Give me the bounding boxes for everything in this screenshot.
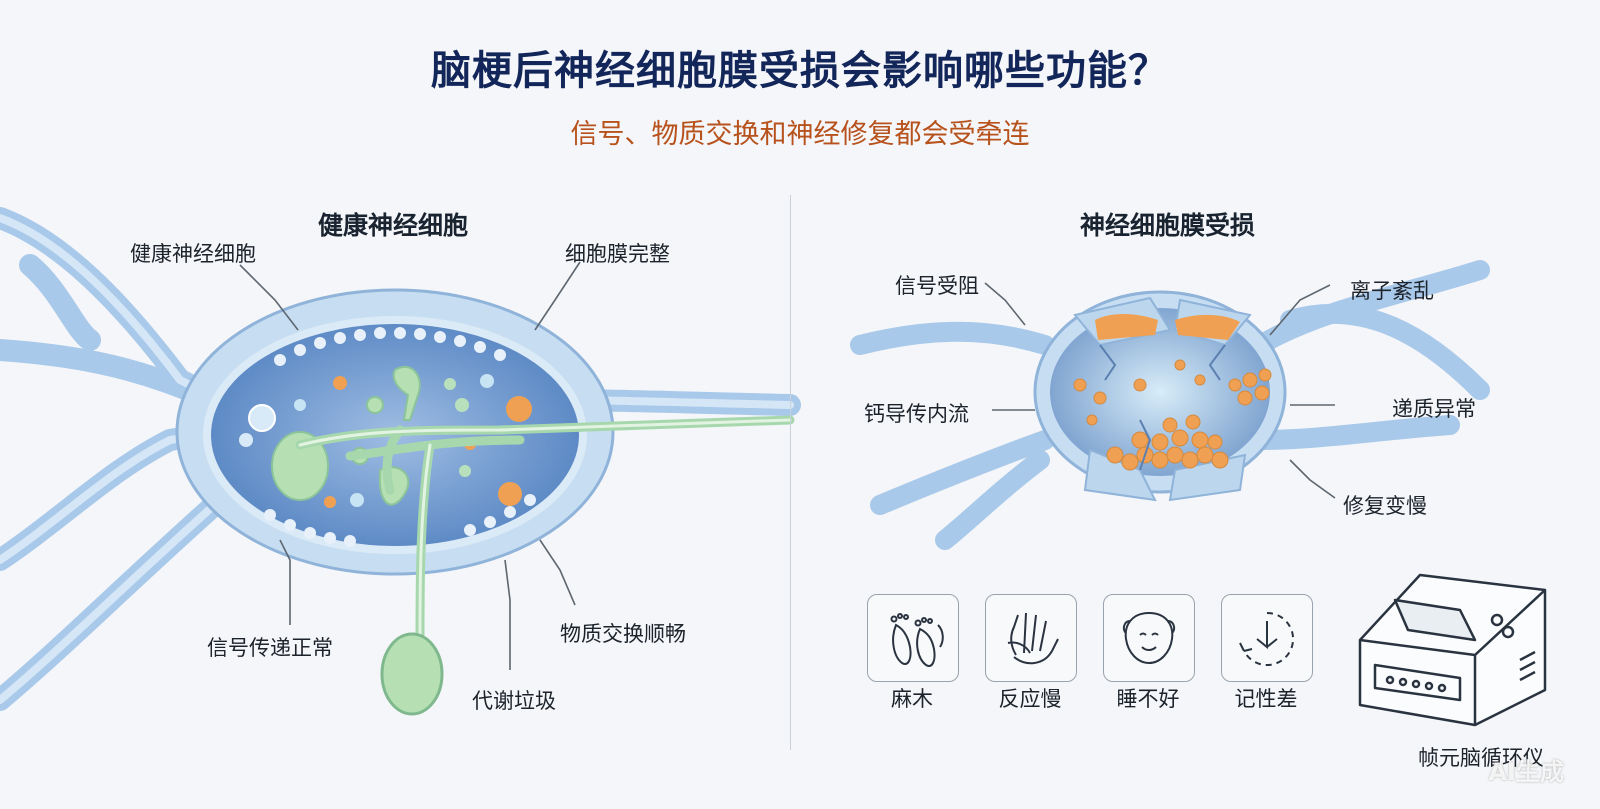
device-icon: [1358, 573, 1547, 727]
damaged-dendrites: [850, 260, 1490, 550]
label-healthy-cell: 健康神经细胞: [130, 242, 256, 266]
page-subtitle: 信号、物质交换和神经修复都会受牵连: [570, 119, 1030, 150]
label-ion-disorder: 离子紊乱: [1350, 279, 1434, 303]
clock-icon: [1239, 611, 1295, 666]
damaged-cell-body: [1033, 290, 1287, 502]
healthy-heading: 健康神经细胞: [318, 211, 469, 240]
symptom-box-slow-reaction: [985, 594, 1077, 682]
symptom-label-poor-memory: 记性差: [1234, 687, 1298, 711]
label-metabolic-waste: 代谢垃圾: [472, 689, 556, 713]
symptom-label-poor-sleep: 睡不好: [1116, 687, 1180, 711]
head-icon: [1122, 611, 1176, 665]
label-repair-slow: 修复变慢: [1343, 494, 1427, 518]
hand-icon: [1007, 612, 1059, 665]
symptom-box-poor-sleep: [1103, 594, 1195, 682]
device-label: 帧元脑循环仪: [1418, 746, 1544, 770]
label-transmitter-abnormal: 递质异常: [1392, 397, 1476, 421]
label-membrane-intact: 细胞膜完整: [565, 242, 670, 266]
label-exchange-smooth: 物质交换顺畅: [560, 622, 686, 646]
section-divider: [790, 195, 791, 750]
healthy-cell-body: [175, 288, 795, 716]
ai-watermark: AI生成: [1488, 758, 1564, 786]
page-title: 脑梗后神经细胞膜受损会影响哪些功能？: [431, 48, 1169, 94]
symptom-label-numbness: 麻木: [891, 687, 933, 711]
label-calcium-influx: 钙导传内流: [864, 402, 969, 426]
damaged-heading: 神经细胞膜受损: [1080, 211, 1256, 240]
label-signal-normal: 信号传递正常: [207, 636, 333, 660]
feet-icon: [890, 613, 944, 667]
symptom-label-slow-reaction: 反应慢: [998, 687, 1062, 711]
symptom-box-poor-memory: [1221, 594, 1313, 682]
label-signal-blocked: 信号受阻: [895, 274, 979, 298]
symptom-box-numbness: [867, 594, 959, 682]
